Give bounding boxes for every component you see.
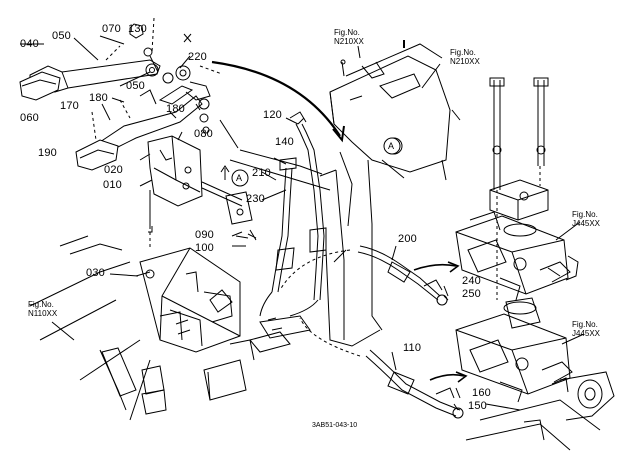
part-080: 080 bbox=[194, 128, 213, 140]
part-140: 140 bbox=[275, 136, 294, 148]
lower-left-mount bbox=[29, 235, 311, 421]
fig-ref-n210xx-1: Fig.No. N210XX bbox=[334, 28, 364, 46]
fig-ref-number: J445XX bbox=[572, 219, 601, 228]
lever-assembly bbox=[19, 17, 257, 250]
fig-ref-j445xx-2: Fig.No. J445XX bbox=[572, 320, 600, 338]
part-210: 210 bbox=[252, 167, 271, 179]
part-070: 070 bbox=[102, 23, 121, 35]
part-190: 190 bbox=[38, 147, 57, 159]
fig-ref-n110xx: Fig.No. N110XX bbox=[28, 300, 57, 318]
part-180-b: 180 bbox=[166, 103, 185, 115]
fig-ref-number: N210XX bbox=[450, 57, 480, 66]
fig-ref-number: N110XX bbox=[28, 309, 58, 318]
right-valves bbox=[455, 77, 615, 451]
part-240: 240 bbox=[462, 275, 481, 287]
part-050-b: 050 bbox=[126, 80, 145, 92]
callout-a: A bbox=[236, 173, 243, 183]
part-020: 020 bbox=[104, 164, 123, 176]
part-050: 050 bbox=[52, 30, 71, 42]
part-120: 120 bbox=[263, 109, 282, 121]
fig-ref-title: Fig.No. bbox=[572, 320, 598, 329]
drawing-code: 3AB51-043-10 bbox=[312, 422, 358, 429]
cables bbox=[259, 111, 464, 419]
part-200: 200 bbox=[398, 233, 417, 245]
part-130: 130 bbox=[128, 23, 147, 35]
part-150: 150 bbox=[468, 400, 487, 412]
fig-ref-j445xx-1: Fig.No. J445XX bbox=[572, 210, 600, 228]
fig-ref-title: Fig.No. bbox=[572, 210, 598, 219]
part-220: 220 bbox=[188, 51, 207, 63]
part-170: 170 bbox=[60, 100, 79, 112]
callout-a-b: A bbox=[388, 141, 395, 151]
part-010: 010 bbox=[103, 179, 122, 191]
fig-ref-number: J445XX bbox=[572, 329, 601, 338]
fig-ref-n210xx-2: Fig.No. N210XX bbox=[450, 48, 480, 66]
fig-ref-number: N210XX bbox=[334, 37, 364, 46]
frame-housing bbox=[219, 40, 461, 347]
fig-ref-title: Fig.No. bbox=[450, 48, 476, 57]
part-090: 090 bbox=[195, 229, 214, 241]
part-180: 180 bbox=[89, 92, 108, 104]
part-110: 110 bbox=[403, 342, 422, 354]
part-040: 040 bbox=[20, 38, 39, 50]
fig-ref-title: Fig.No. bbox=[28, 300, 54, 309]
part-160: 160 bbox=[472, 387, 491, 399]
part-030: 030 bbox=[86, 267, 105, 279]
part-250: 250 bbox=[462, 288, 481, 300]
part-230: 230 bbox=[246, 193, 265, 205]
fig-ref-title: Fig.No. bbox=[334, 28, 360, 37]
part-060: 060 bbox=[20, 112, 39, 124]
part-100: 100 bbox=[195, 242, 214, 254]
